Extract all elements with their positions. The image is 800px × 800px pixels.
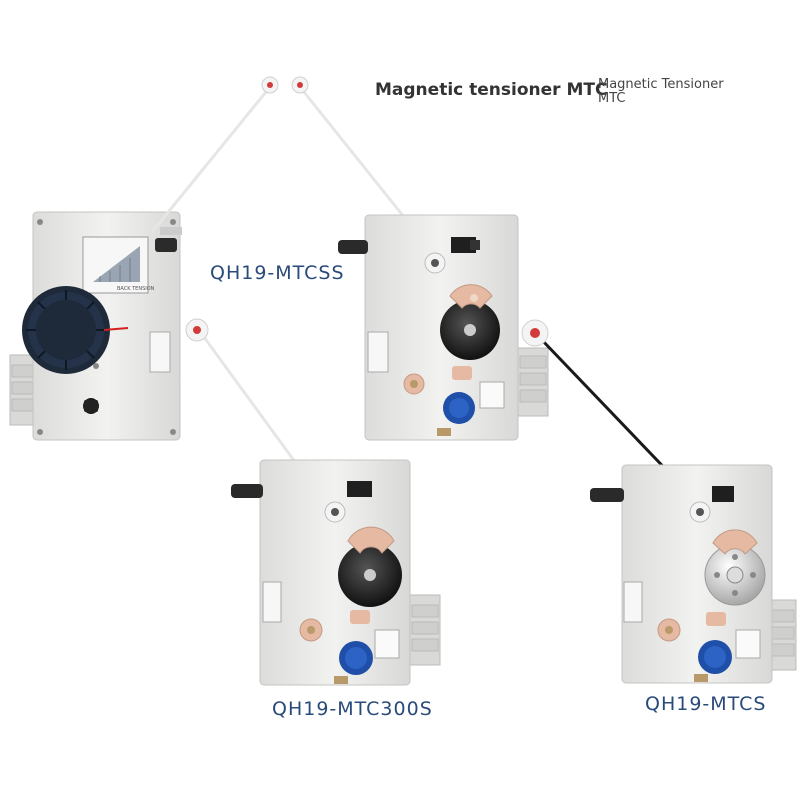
model-label-mtcss: QH19-MTCSS bbox=[210, 262, 345, 284]
model-label-mtcs: QH19-MTCS bbox=[645, 693, 767, 715]
tensioner-unit-mtcss bbox=[338, 214, 549, 441]
tensioner-unit-analog bbox=[9, 211, 182, 441]
model-label-mtc300s: QH19-MTC300S bbox=[272, 698, 433, 720]
tensioner-unit-mtcs bbox=[590, 464, 797, 684]
gauge-label: BACK TENSION bbox=[117, 286, 155, 292]
tensioner-unit-mtc300s bbox=[231, 459, 441, 686]
page-title: Magnetic tensioner MTC bbox=[375, 80, 608, 100]
page-subtitle: Magnetic Tensioner MTC bbox=[598, 77, 724, 106]
